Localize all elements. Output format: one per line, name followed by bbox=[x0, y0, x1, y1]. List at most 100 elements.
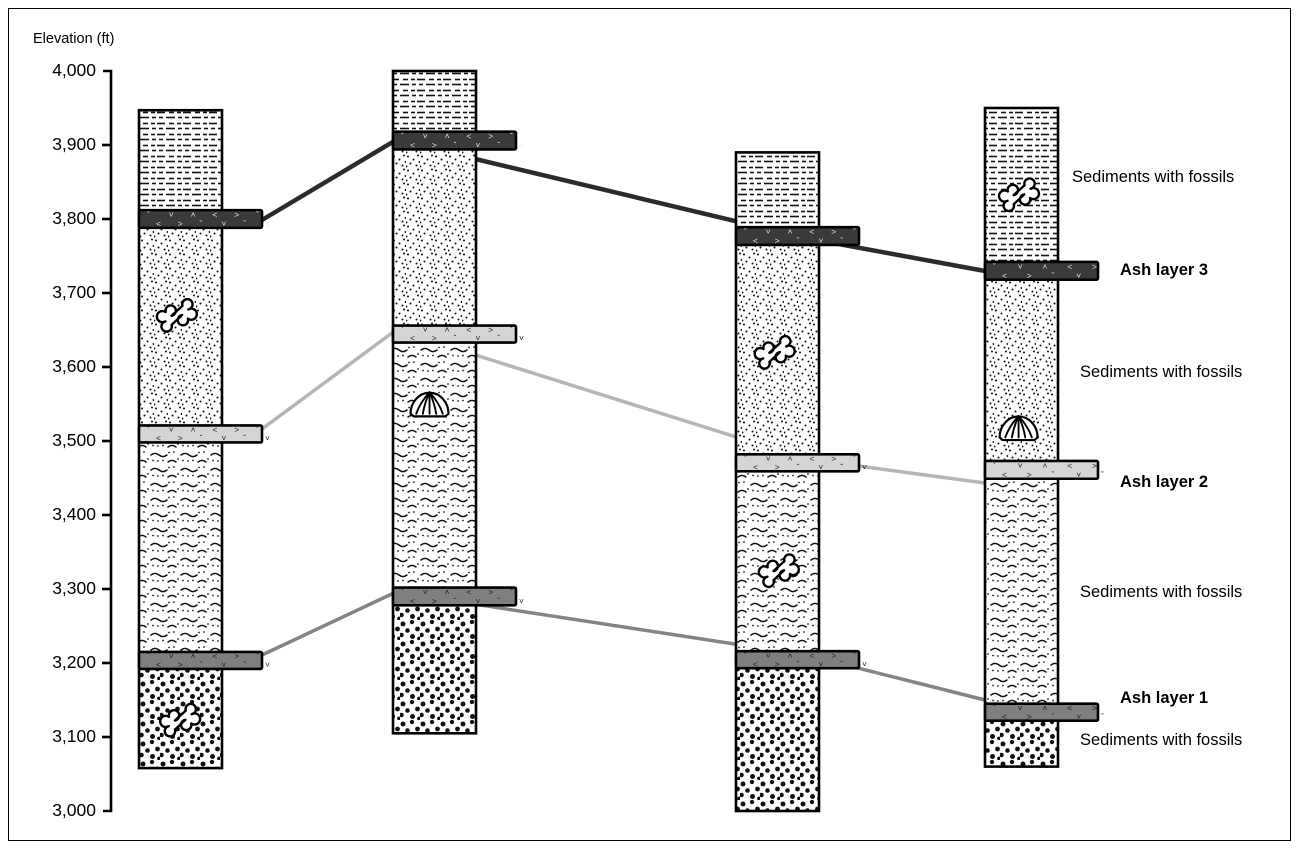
column-outline bbox=[391, 69, 478, 735]
svg-text:˄: ˄ bbox=[788, 227, 793, 237]
svg-text:ˇ: ˇ bbox=[1101, 469, 1104, 479]
svg-text:ˇ: ˇ bbox=[840, 235, 843, 245]
y-tick-label: 3,500 bbox=[52, 430, 96, 450]
svg-text:˄: ˄ bbox=[1043, 261, 1048, 271]
svg-text:ˇ: ˇ bbox=[1052, 270, 1055, 280]
ash-bed-2: ˇ˂˅˃˄ˇ˂˅˃ˇˇ˅ bbox=[137, 424, 270, 444]
svg-text:ˇ: ˇ bbox=[497, 140, 500, 150]
svg-text:˄: ˄ bbox=[788, 650, 793, 660]
svg-text:˅: ˅ bbox=[519, 333, 524, 343]
y-tick-label: 3,300 bbox=[52, 578, 96, 598]
svg-text:˅: ˅ bbox=[766, 650, 771, 660]
svg-text:˅: ˅ bbox=[169, 651, 174, 661]
svg-text:˃: ˃ bbox=[1027, 270, 1032, 280]
svg-text:ˇ: ˇ bbox=[840, 659, 843, 669]
svg-text:˅: ˅ bbox=[265, 218, 270, 228]
svg-text:ˇ: ˇ bbox=[256, 425, 259, 435]
svg-text:˂: ˂ bbox=[753, 462, 758, 472]
svg-text:ˇ: ˇ bbox=[454, 596, 457, 606]
svg-text:ˇ: ˇ bbox=[797, 235, 800, 245]
svg-text:˃: ˃ bbox=[831, 453, 836, 463]
svg-text:˃: ˃ bbox=[234, 651, 239, 661]
svg-text:ˇ: ˇ bbox=[401, 587, 404, 597]
svg-text:˅: ˅ bbox=[1018, 261, 1023, 271]
y-tick-label: 4,000 bbox=[52, 60, 96, 80]
svg-text:ˇ: ˇ bbox=[744, 453, 747, 463]
bone-fossil-icon bbox=[159, 702, 202, 738]
y-tick-label: 3,400 bbox=[52, 504, 96, 524]
svg-text:˄: ˄ bbox=[788, 453, 793, 463]
svg-text:˂: ˂ bbox=[1067, 460, 1072, 470]
svg-text:ˇ: ˇ bbox=[200, 433, 203, 443]
ash-bed-1: ˇ˂˅˃˄ˇ˂˅˃ˇˇ˅ bbox=[734, 649, 867, 670]
svg-text:˂: ˂ bbox=[1002, 270, 1007, 280]
svg-text:˃: ˃ bbox=[1092, 703, 1097, 713]
svg-text:˂: ˂ bbox=[1067, 703, 1072, 713]
svg-text:ˇ: ˇ bbox=[853, 227, 856, 237]
svg-text:˅: ˅ bbox=[766, 227, 771, 237]
svg-text:ˇ: ˇ bbox=[1052, 711, 1055, 721]
svg-text:˅: ˅ bbox=[818, 235, 823, 245]
svg-text:˃: ˃ bbox=[1092, 460, 1097, 470]
svg-text:˂: ˂ bbox=[1002, 469, 1007, 479]
y-axis-title: Elevation (ft) bbox=[33, 31, 115, 47]
svg-text:˃: ˃ bbox=[178, 660, 183, 670]
svg-text:ˇ: ˇ bbox=[256, 651, 259, 661]
svg-text:ˇ: ˇ bbox=[401, 131, 404, 141]
shell-fossil-icon bbox=[998, 415, 1039, 442]
svg-text:˂: ˂ bbox=[156, 218, 161, 228]
legend-sediments-base: Sediments with fossils bbox=[1080, 731, 1243, 749]
svg-text:˅: ˅ bbox=[519, 140, 524, 150]
svg-text:˄: ˄ bbox=[1043, 460, 1048, 470]
svg-text:ˇ: ˇ bbox=[243, 433, 246, 443]
y-tick-label: 3,000 bbox=[52, 800, 96, 820]
y-tick-label: 3,100 bbox=[52, 726, 96, 746]
ash-bed-2: ˇ˂˅˃˄ˇ˂˅˃ˇˇ˅ bbox=[734, 453, 867, 473]
svg-text:˃: ˃ bbox=[432, 333, 437, 343]
measured-section-2: ˇ˂˅˃˄ˇ˂˅˃ˇˇ˅ˇ˂˅˃˄ˇ˂˅˃ˇˇ˅ˇ˂˅˃˄ˇ˂˅˃ˇˇ˅ bbox=[391, 69, 524, 735]
svg-text:˅: ˅ bbox=[475, 333, 480, 343]
svg-text:˃: ˃ bbox=[1092, 261, 1097, 271]
svg-text:ˇ: ˇ bbox=[200, 218, 203, 228]
svg-text:ˇ: ˇ bbox=[993, 703, 996, 713]
svg-text:ˇ: ˇ bbox=[1052, 469, 1055, 479]
svg-text:˅: ˅ bbox=[1018, 460, 1023, 470]
svg-text:ˇ: ˇ bbox=[147, 210, 150, 220]
svg-text:˅: ˅ bbox=[475, 596, 480, 606]
ash-bed-3: ˇ˂˅˃˄ˇ˂˅˃ˇˇ˅ bbox=[137, 208, 270, 230]
svg-text:ˇ: ˇ bbox=[200, 660, 203, 670]
svg-text:˃: ˃ bbox=[234, 425, 239, 435]
svg-text:ˇ: ˇ bbox=[510, 587, 513, 597]
svg-text:ˇ: ˇ bbox=[454, 140, 457, 150]
svg-text:˄: ˄ bbox=[191, 210, 196, 220]
svg-text:ˇ: ˇ bbox=[256, 210, 259, 220]
svg-text:˅: ˅ bbox=[1018, 703, 1023, 713]
svg-text:˂: ˂ bbox=[1067, 261, 1072, 271]
svg-text:˂: ˂ bbox=[410, 333, 415, 343]
correlation-ash-3 bbox=[259, 137, 988, 274]
legend-ash-3: Ash layer 3 bbox=[1120, 261, 1209, 279]
ash-bed-2: ˇ˂˅˃˄ˇ˂˅˃ˇ bbox=[983, 459, 1104, 481]
bone-fossil-icon bbox=[757, 553, 800, 589]
svg-text:˂: ˂ bbox=[466, 325, 471, 335]
svg-text:˅: ˅ bbox=[862, 235, 867, 245]
ash-bed-3: ˇ˂˅˃˄ˇ˂˅˃ˇˇ˅ bbox=[391, 130, 524, 151]
measured-section-1: ˇ˂˅˃˄ˇ˂˅˃ˇˇ˅ˇ˂˅˃˄ˇ˂˅˃ˇˇ˅ˇ˂˅˃˄ˇ˂˅˃ˇˇ˅ bbox=[137, 108, 270, 770]
svg-text:ˇ: ˇ bbox=[993, 261, 996, 271]
svg-text:˅: ˅ bbox=[221, 660, 226, 670]
svg-text:˂: ˂ bbox=[410, 596, 415, 606]
svg-text:˃: ˃ bbox=[775, 462, 780, 472]
svg-text:˃: ˃ bbox=[234, 210, 239, 220]
ash-bed-1: ˇ˂˅˃˄ˇ˂˅˃ˇˇ˅ bbox=[137, 650, 270, 671]
svg-text:ˇ: ˇ bbox=[243, 218, 246, 228]
svg-text:ˇ: ˇ bbox=[147, 425, 150, 435]
svg-text:˄: ˄ bbox=[191, 651, 196, 661]
svg-text:ˇ: ˇ bbox=[853, 453, 856, 463]
svg-text:˂: ˂ bbox=[809, 453, 814, 463]
svg-text:˂: ˂ bbox=[212, 651, 217, 661]
ash-bed-3: ˇ˂˅˃˄ˇ˂˅˃ˇ bbox=[983, 260, 1104, 281]
svg-text:˅: ˅ bbox=[818, 462, 823, 472]
svg-text:˂: ˂ bbox=[466, 587, 471, 597]
bone-fossil-icon bbox=[997, 177, 1041, 213]
